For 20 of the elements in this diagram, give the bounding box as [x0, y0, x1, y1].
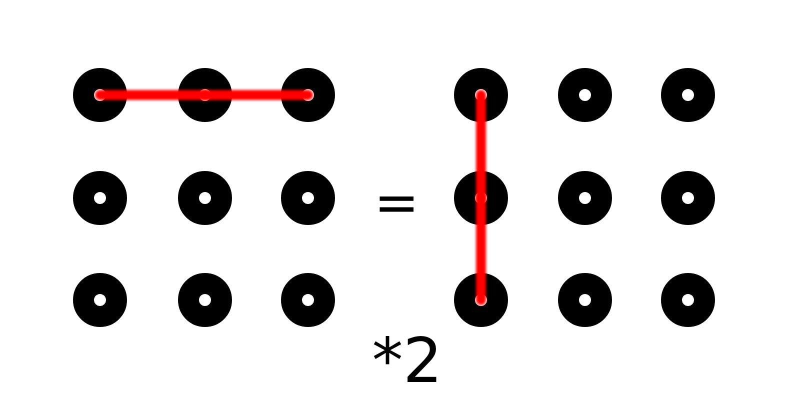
ring-dot [454, 68, 508, 122]
ring-dot [558, 273, 612, 327]
ring-dot [178, 273, 232, 327]
ring-dot [454, 273, 508, 327]
multiplier-text: *2 [372, 330, 442, 392]
ring-dot [73, 273, 127, 327]
ring-dot [73, 171, 127, 225]
ring-dot [558, 171, 612, 225]
ring-dot [281, 171, 335, 225]
ring-dot [178, 68, 232, 122]
ring-dot [281, 273, 335, 327]
equals-sign: = [374, 176, 420, 230]
ring-dot [558, 68, 612, 122]
ring-dot [178, 171, 232, 225]
ring-dot [661, 68, 715, 122]
ring-dot [73, 68, 127, 122]
ring-dot [454, 171, 508, 225]
ring-dot [661, 171, 715, 225]
ring-dot [661, 273, 715, 327]
ring-dot [281, 68, 335, 122]
